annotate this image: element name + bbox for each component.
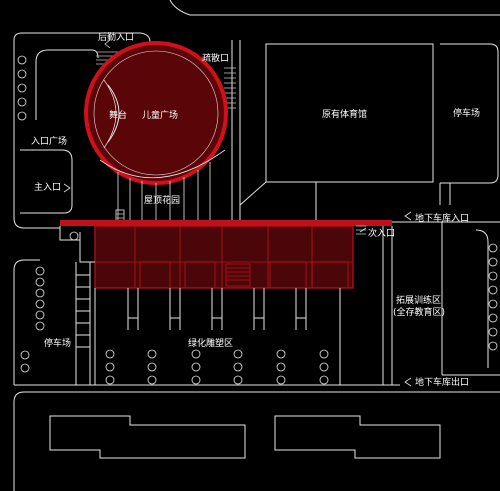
label-expansion-area: 拓展训练区: [396, 294, 441, 306]
label-children-plaza: 儿童广场: [142, 109, 178, 121]
arrow-markers: [63, 39, 412, 387]
trees-plaza: [17, 55, 27, 121]
label-existing-gym: 原有体育馆: [322, 108, 367, 120]
label-secondary-entrance: 次入口: [368, 227, 395, 239]
label-expansion-area-sub: (全存教育区): [393, 306, 445, 318]
entrance-plaza-outline: [35, 49, 99, 63]
stage-arc: [107, 84, 120, 143]
trees-east: [488, 243, 498, 351]
label-main-entrance: 主入口: [34, 181, 61, 193]
south-building-right: [274, 415, 441, 459]
label-parking-left: 停车场: [44, 337, 71, 349]
label-green-sculpture: 绿化雕塑区: [188, 337, 233, 349]
south-building-left: [49, 415, 246, 459]
trees-left: [20, 266, 45, 373]
main-building: [94, 225, 354, 289]
trees-sculpture: [105, 349, 329, 385]
north-marker-icon: [69, 231, 79, 241]
label-parking-right: 停车场: [453, 107, 480, 119]
label-garage-exit: 地下车库出口: [415, 376, 469, 388]
label-evacuation-exit: 疏散口: [202, 52, 229, 64]
label-roof-garden: 屋顶花园: [144, 194, 180, 206]
red-boundary-strip: [60, 220, 392, 226]
label-rear-entrance: 后勤入口: [98, 31, 134, 43]
building-stair: [225, 263, 251, 287]
label-entrance-plaza: 入口广场: [31, 135, 67, 147]
secondary-entrance-stair: [356, 225, 366, 235]
label-stage: 舞台: [109, 109, 127, 121]
label-garage-entrance: 地下车库入口: [415, 212, 469, 224]
parking-right-area: [440, 43, 499, 184]
green-sculpture-area: [94, 288, 341, 385]
west-boundary: [13, 40, 25, 229]
existing-gym-block: [265, 43, 434, 183]
nw-road-edge: [50, 32, 151, 43]
parking-left-stalls: [75, 262, 91, 385]
north-boundary: [169, 0, 500, 16]
